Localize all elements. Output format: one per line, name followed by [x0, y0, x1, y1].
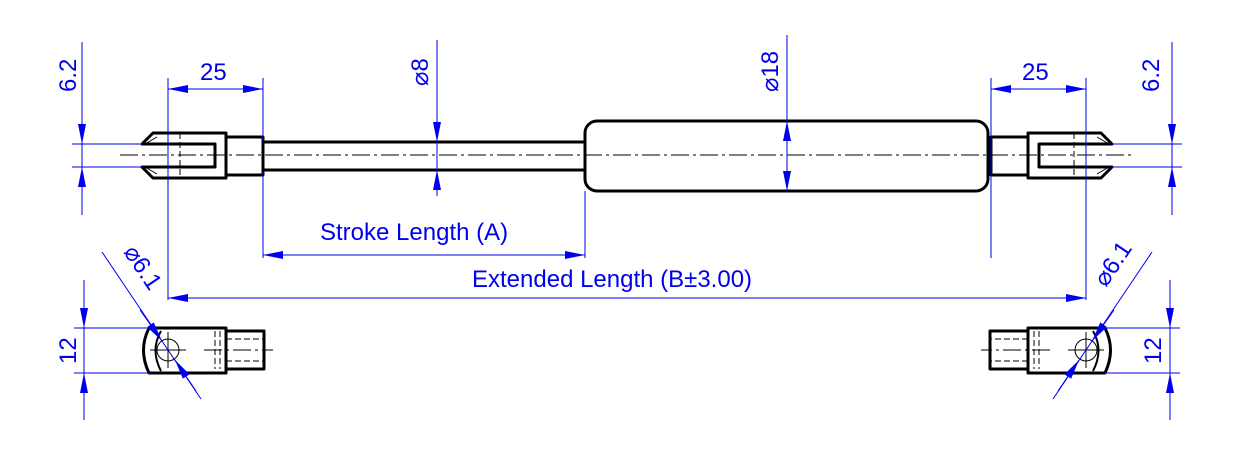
hole-diameter-right-label: ⌀6.1: [1089, 237, 1138, 292]
eye-width-left-label: 12: [55, 337, 82, 364]
pin-offset-left-label: 6.2: [55, 59, 82, 92]
eye-fitting: [142, 326, 228, 375]
clevis-length-right-label: 25: [1022, 59, 1049, 86]
end-fitting-left: [72, 42, 273, 420]
eye-width-right-label: 12: [1140, 337, 1167, 364]
extended-length-label: Extended Length (B±3.00): [472, 266, 752, 293]
rod-diameter-label: ⌀8: [407, 58, 434, 86]
collar: [224, 135, 265, 177]
piston-rod: [261, 140, 587, 172]
pin-offset-right-label: 6.2: [1138, 59, 1165, 92]
clevis-length-left-label: 25: [200, 59, 227, 86]
stroke-length-label: Stroke Length (A): [320, 219, 508, 246]
body-diameter-label: ⌀18: [757, 51, 784, 92]
